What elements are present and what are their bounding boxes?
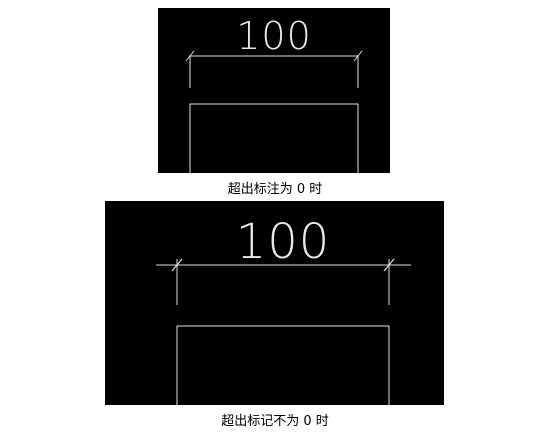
dimension-text: 100 xyxy=(236,14,312,58)
caption-2: 超出标记不为 0 时 xyxy=(221,414,329,429)
dimension-text: 100 xyxy=(235,214,331,270)
drawn-rectangle xyxy=(189,103,359,173)
cad-drawing-panel-2: 100 xyxy=(105,201,444,405)
drawn-rectangle xyxy=(176,325,390,405)
tick-mark-right xyxy=(353,50,363,62)
tick-mark-left xyxy=(171,258,183,272)
tick-mark-right xyxy=(383,258,395,272)
caption-1: 超出标注为 0 时 xyxy=(227,182,323,197)
tick-mark-left xyxy=(185,50,195,62)
cad-drawing-panel-1: 100 xyxy=(158,8,390,173)
dimension-drawing-2 xyxy=(156,258,411,405)
dimension-drawing-1 xyxy=(185,50,363,173)
